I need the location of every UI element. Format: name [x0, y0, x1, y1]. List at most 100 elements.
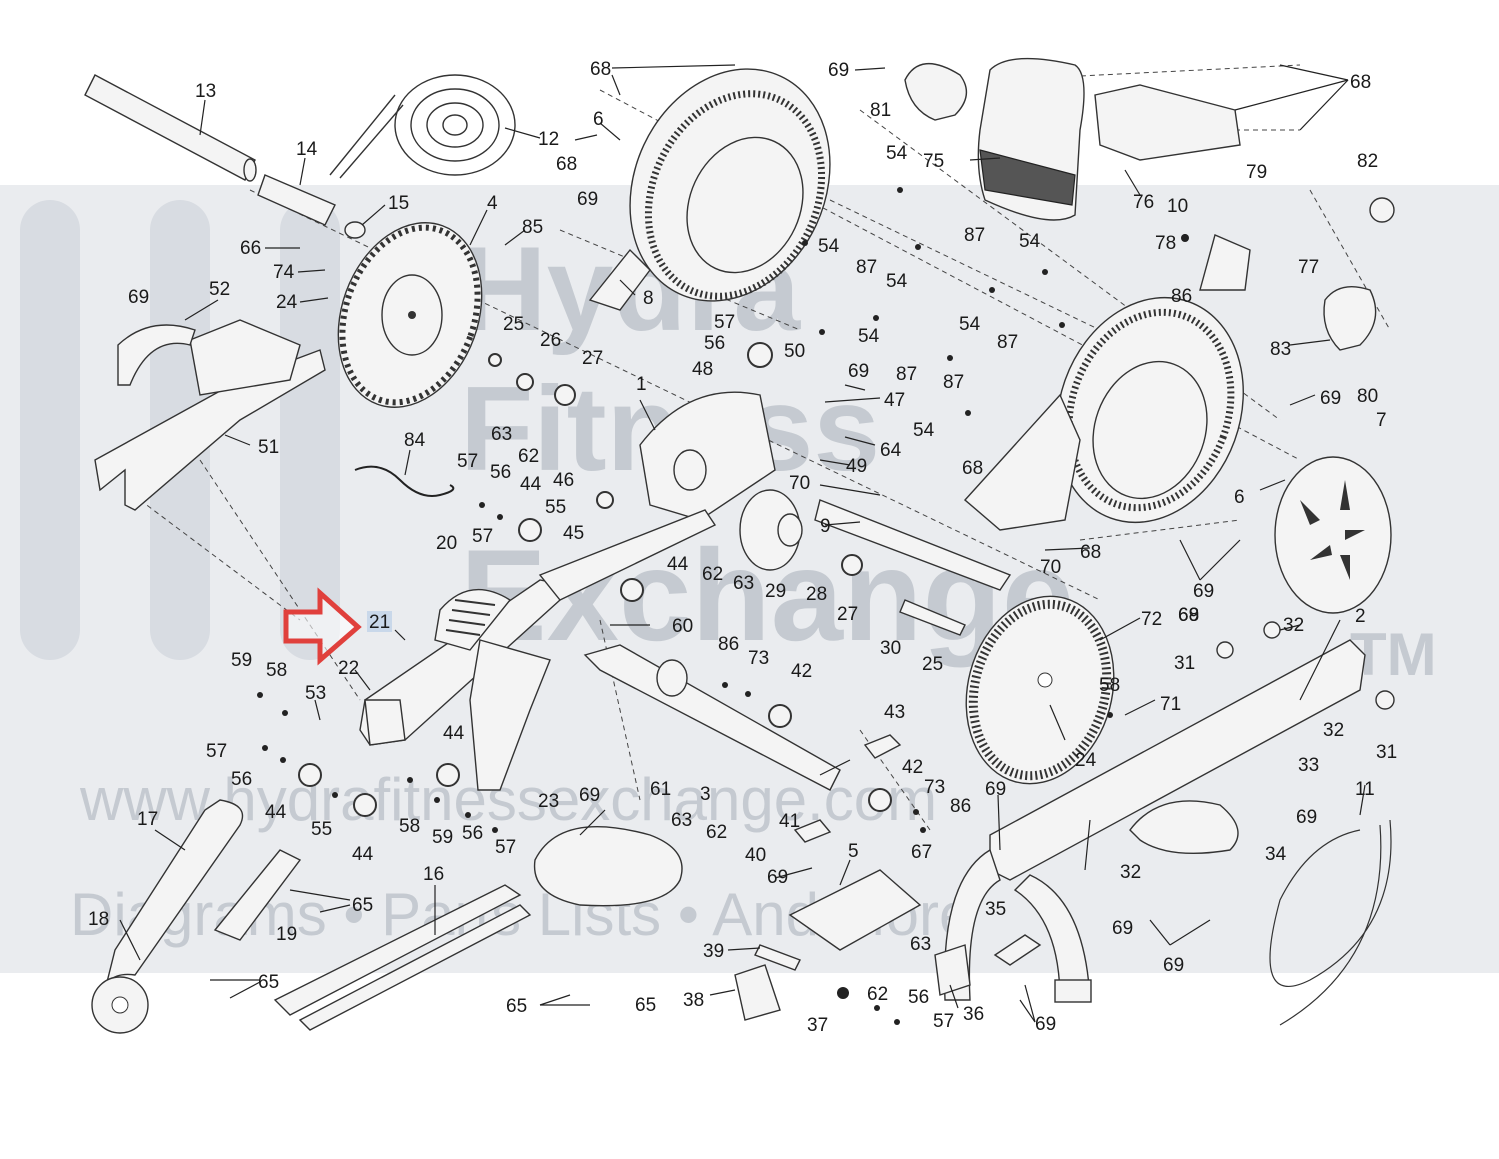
callout-label: 57 — [457, 451, 478, 472]
callout-label: 69 — [128, 287, 149, 308]
callout-label: 16 — [423, 864, 444, 885]
callout-label: 44 — [443, 723, 465, 744]
callout-label: 68 — [962, 458, 983, 479]
callout-label: 71 — [1160, 694, 1181, 715]
watermark-band — [0, 185, 1499, 973]
callout-label: 4 — [487, 193, 498, 214]
callout-label: 26 — [540, 330, 561, 351]
callout-label: 56 — [462, 823, 483, 844]
callout-label: 69 — [1320, 388, 1341, 409]
callout-label: 45 — [563, 523, 584, 544]
callout-label: 22 — [338, 658, 359, 679]
callout-label: 69 — [1163, 955, 1184, 976]
callout-label: 54 — [959, 314, 981, 335]
callout-label: 43 — [884, 702, 905, 723]
callout-label: 24 — [276, 292, 298, 313]
callout-label: 31 — [1376, 742, 1397, 763]
callout-label: 17 — [137, 809, 158, 830]
callout-label: 3 — [700, 784, 711, 805]
callout-label: 33 — [1298, 755, 1319, 776]
callout-label: 54 — [886, 143, 908, 164]
callout-label: 80 — [1357, 386, 1378, 407]
callout-label: 62 — [518, 446, 539, 467]
callout-label: 85 — [522, 217, 543, 238]
callout-label: 27 — [582, 348, 603, 369]
callout-label: 6 — [1234, 487, 1245, 508]
callout-label: 50 — [784, 341, 805, 362]
callout-label: 29 — [765, 581, 786, 602]
callout-label: 73 — [924, 777, 945, 798]
callout-label: 46 — [553, 470, 574, 491]
callout-label: 65 — [258, 972, 279, 993]
callout-label: 44 — [520, 474, 542, 495]
callout-label: 30 — [880, 638, 901, 659]
callout-label: 32 — [1120, 862, 1141, 883]
callout-label: 37 — [807, 1015, 828, 1036]
callout-label: 32 — [1323, 720, 1344, 741]
callout-label: 82 — [1357, 151, 1378, 172]
callout-label: 72 — [1141, 609, 1162, 630]
callout-label: 69 — [1112, 918, 1133, 939]
callout-label: 19 — [276, 924, 297, 945]
callout-label: 5 — [848, 841, 859, 862]
callout-label: 24 — [1075, 750, 1097, 771]
callout-label: 27 — [837, 604, 858, 625]
callout-label: 77 — [1298, 257, 1319, 278]
callout-label: 13 — [195, 81, 216, 102]
callout-label: 69 — [1035, 1014, 1056, 1035]
callout-label: 69 — [767, 867, 788, 888]
callout-label: 65 — [352, 895, 373, 916]
callout-label: 38 — [683, 990, 704, 1011]
callout-label: 34 — [1265, 844, 1287, 865]
callout-label: 58 — [266, 660, 287, 681]
callout-label: 59 — [231, 650, 252, 671]
callout-label: 10 — [1167, 196, 1188, 217]
callout-label: 52 — [209, 279, 230, 300]
callout-label: 73 — [748, 648, 769, 669]
callout-label: 68 — [590, 59, 611, 80]
callout-label: 15 — [388, 193, 409, 214]
callout-label: 35 — [985, 899, 1006, 920]
callout-label: 23 — [538, 791, 559, 812]
highlight-label-bg — [367, 611, 392, 632]
callout-label: 76 — [1133, 192, 1154, 213]
callout-label: 62 — [867, 984, 888, 1005]
callout-label: 40 — [745, 845, 766, 866]
callout-label: 42 — [902, 757, 923, 778]
callout-label: 60 — [672, 616, 693, 637]
callout-label: 31 — [1174, 653, 1195, 674]
callout-label: 58 — [1099, 675, 1120, 696]
callout-label: 69 — [985, 779, 1006, 800]
callout-label: 1 — [636, 374, 647, 395]
callout-label: 87 — [856, 257, 877, 278]
callout-label: 57 — [933, 1011, 954, 1032]
callout-label: 8 — [643, 288, 654, 309]
callout-label: 11 — [1355, 779, 1375, 800]
callout-label: 7 — [1376, 410, 1387, 431]
callout-label: 83 — [1270, 339, 1291, 360]
callout-label: 54 — [818, 236, 840, 257]
callout-label: 64 — [880, 440, 902, 461]
callout-label: 86 — [718, 634, 739, 655]
parts-artwork — [84, 57, 1395, 1034]
callout-label: 79 — [1246, 162, 1267, 183]
callout-label: 47 — [884, 390, 905, 411]
callout-label: 66 — [240, 238, 261, 259]
callout-label: 65 — [506, 996, 527, 1017]
callout-label: 84 — [404, 430, 426, 451]
callout-label: 51 — [258, 437, 279, 458]
callout-label: 59 — [432, 827, 453, 848]
callout-label: 87 — [896, 364, 917, 385]
callout-label: 69 — [1178, 605, 1199, 626]
highlight-arrow-icon — [283, 587, 362, 666]
callout-label: 86 — [950, 796, 971, 817]
callout-label: 56 — [231, 769, 252, 790]
callout-label: 68 — [1178, 605, 1199, 626]
callout-label: 44 — [352, 844, 374, 865]
callout-label: 74 — [273, 262, 295, 283]
callout-label: 69 — [1193, 581, 1214, 602]
callout-label: 9 — [820, 516, 831, 537]
callout-label: 70 — [1040, 557, 1061, 578]
callout-label: 70 — [789, 473, 810, 494]
